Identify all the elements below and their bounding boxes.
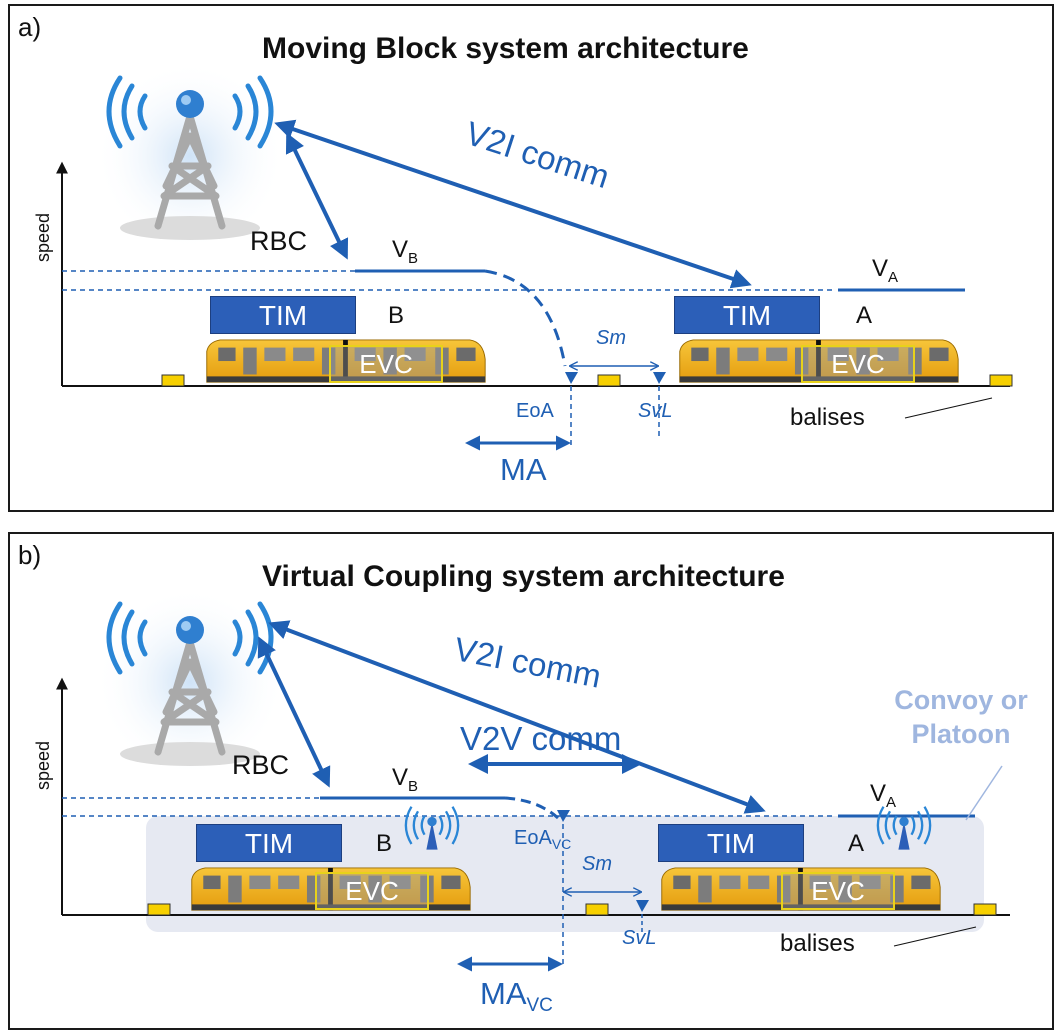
- svl-label: SvL: [622, 927, 657, 949]
- speed-label-b: VB: [392, 236, 419, 267]
- balises-leader: [904, 397, 993, 419]
- evc-label-a: EVC: [831, 349, 885, 379]
- balise-icon: [597, 374, 621, 387]
- tim-box-a: TIM: [674, 296, 820, 334]
- speed-label-a: VA: [872, 255, 899, 286]
- panel-a: a) Moving Block system architecture spee…: [8, 4, 1054, 512]
- tim-box-b: TIM: [196, 824, 342, 862]
- ma-vc-label: MAVC: [480, 976, 553, 1017]
- tim-box-b: TIM: [210, 296, 356, 334]
- v2i-arrow: [268, 620, 766, 814]
- balises-leader: [893, 926, 977, 947]
- rbc-label: RBC: [232, 750, 290, 780]
- convoy-label: Convoy or Platoon: [894, 685, 1028, 749]
- eoa-label: EoA: [516, 400, 554, 422]
- speed-label-b: VB: [392, 764, 419, 795]
- axis-label-speed: speed: [33, 740, 53, 790]
- v2i-arrow: [274, 119, 752, 289]
- evc-label-b: EVC: [345, 876, 399, 906]
- balises-label: balises: [780, 930, 855, 957]
- tim-box-a: TIM: [658, 824, 804, 862]
- eoa-vc-label: EoAVC: [514, 827, 572, 852]
- svl-label: SvL: [638, 400, 673, 422]
- rbc-label: RBC: [250, 226, 308, 256]
- convoy-leader: [965, 765, 1003, 821]
- sm-label: Sm: [582, 853, 612, 875]
- evc-box-b: [329, 345, 443, 383]
- balise-icon: [161, 374, 185, 387]
- ma-label: MA: [500, 452, 547, 487]
- evc-label-b: EVC: [359, 349, 413, 379]
- panel-title: Moving Block system architecture: [262, 32, 749, 65]
- svl-marker: [636, 900, 649, 912]
- balise-icon: [585, 903, 609, 916]
- train-a-label: A: [848, 830, 865, 857]
- train-a-label: A: [856, 302, 873, 329]
- train-b-label: B: [376, 830, 393, 857]
- sm-label: Sm: [596, 327, 626, 349]
- axis-label-speed: speed: [33, 212, 53, 262]
- evc-box-a: [801, 345, 915, 383]
- v2v-comm-label: V2V comm: [460, 720, 622, 757]
- svl-marker: [653, 372, 666, 384]
- speed-label-a: VA: [870, 780, 897, 811]
- panel-a-diagram: [56, 61, 1013, 451]
- balise-icon: [147, 903, 171, 916]
- balise-icon: [989, 374, 1013, 387]
- evc-box-a: [781, 872, 895, 910]
- eoa-marker: [557, 810, 570, 822]
- braking-curve-b: [484, 269, 567, 367]
- evc-box-b: [315, 872, 429, 910]
- panel-letter: b): [18, 540, 42, 570]
- panel-b-diagram: [56, 587, 1010, 972]
- panel-title: Virtual Coupling system architecture: [262, 560, 785, 593]
- train-b-label: B: [388, 302, 405, 329]
- braking-curve-b: [504, 796, 560, 820]
- balise-icon: [973, 903, 997, 916]
- panel-letter: a): [18, 12, 42, 42]
- eoa-marker: [565, 372, 578, 384]
- panel-b: b) Virtual Coupling system architecture …: [8, 532, 1054, 1030]
- balises-label: balises: [790, 404, 865, 431]
- evc-label-a: EVC: [811, 876, 865, 906]
